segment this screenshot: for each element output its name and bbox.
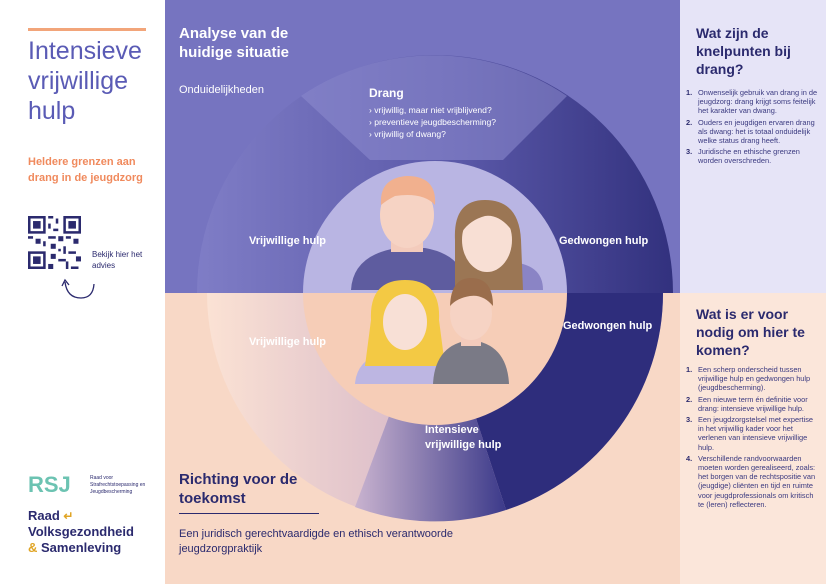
page-subtitle: Heldere grenzen aan drang in de jeugdzor…	[28, 156, 143, 184]
divider	[179, 513, 319, 514]
top-right-label: Gedwongen hulp	[559, 235, 649, 247]
rvs-line3: Samenleving	[41, 540, 122, 555]
richting-title: Richting voor de toekomst	[179, 471, 298, 507]
rsj-name: Raad voor Strafrechtstoepassing en Jeugd…	[90, 475, 146, 495]
bottom-center-label: Intensieve vrijwillige hulp	[425, 424, 502, 451]
rvs-line1: Raad	[28, 508, 60, 523]
family-illustration	[351, 176, 543, 384]
drang-item: vrijwillig of dwang?	[369, 128, 529, 140]
bottom-right-label: Gedwongen hulp	[563, 320, 653, 332]
list-item: Een nieuwe term én definitie voor drang:…	[686, 394, 808, 413]
analyse-title: Analyse van de huidige situatie	[179, 25, 290, 61]
rsj-logo-letters: RSJ	[28, 472, 71, 497]
center-infographic: Analyse van de huidige situatie Onduidel…	[165, 0, 680, 584]
left-panel: Intensieve vrijwillige hulp Heldere gren…	[0, 0, 165, 584]
nodig-panel: Wat is er voor nodig om hier te komen? E…	[680, 293, 826, 584]
rvs-logo: Raad ↵ Volksgezondheid & Samenleving	[28, 508, 163, 556]
rvs-line2: Volksgezondheid	[28, 524, 134, 539]
top-ring	[197, 55, 673, 293]
nodig-title: Wat is er voor nodig om hier te komen?	[696, 306, 805, 358]
onduidelijkheden-label: Onduidelijkheden	[179, 84, 265, 96]
list-item: Een scherp onderscheid tussen vrijwillig…	[686, 365, 811, 393]
qr-code[interactable]	[28, 216, 81, 269]
richting-text: Een juridisch gerechtvaardigde en ethisc…	[179, 528, 453, 555]
bottom-left-label: Vrijwillige hulp	[249, 336, 327, 348]
knelpunten-title: Wat zijn de knelpunten bij drang?	[696, 25, 791, 77]
list-item: Onwenselijk gebruik van drang in de jeug…	[686, 88, 818, 116]
drang-item: preventieve jeugdbescherming?	[369, 116, 529, 128]
list-item: Juridische en ethische grenzen worden ov…	[686, 147, 800, 166]
list-item: Verschillende randvoorwaarden moeten wor…	[686, 453, 816, 509]
nodig-list: Een scherp onderscheid tussen vrijwillig…	[686, 365, 820, 511]
qr-caption: Bekijk hier het advies	[92, 250, 143, 270]
list-item: Ouders en jeugdigen ervaren drang als dw…	[686, 117, 815, 146]
rsj-logo: RSJ	[28, 472, 71, 497]
drang-list: vrijwillig, maar niet vrijblijvend? prev…	[369, 104, 529, 140]
knelpunten-panel: Wat zijn de knelpunten bij drang? Onwens…	[680, 0, 826, 293]
knelpunten-list: Onwenselijk gebruik van drang in de jeug…	[686, 88, 820, 168]
infographic-canvas	[165, 0, 680, 584]
rvs-amp: &	[28, 540, 38, 555]
drang-title: Drang	[369, 86, 404, 100]
corner-arrow-icon: ↵	[63, 509, 74, 523]
page-title: Intensieve vrijwillige hulp	[28, 37, 142, 125]
accent-line	[28, 28, 146, 31]
top-left-label: Vrijwillige hulp	[249, 235, 327, 247]
curved-arrow-icon	[61, 278, 95, 299]
drang-item: vrijwillig, maar niet vrijblijvend?	[369, 104, 529, 116]
list-item: Een jeugdzorgstelsel met expertise in he…	[686, 415, 814, 452]
